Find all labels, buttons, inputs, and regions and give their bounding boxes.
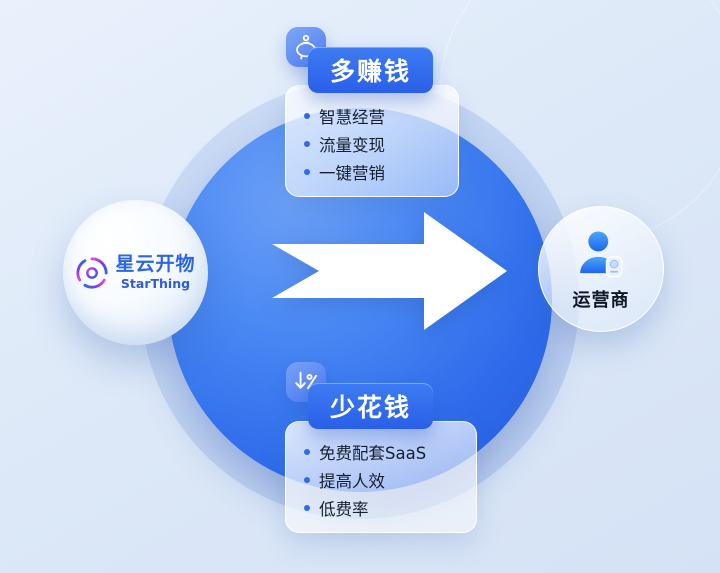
list-item: 免费配套SaaS bbox=[304, 438, 460, 466]
benefit-item: 一键营销 bbox=[319, 164, 385, 183]
benefit-item: 免费配套SaaS bbox=[319, 444, 427, 463]
benefit-item: 流量变现 bbox=[319, 136, 385, 155]
bullet-dot bbox=[304, 169, 310, 175]
operator-node: 运营商 bbox=[538, 206, 664, 332]
right-block-arrow-icon bbox=[272, 212, 507, 330]
benefit-item: 提高人效 bbox=[319, 472, 385, 491]
operator-label: 运营商 bbox=[572, 290, 630, 311]
operator-person-icon bbox=[580, 231, 623, 278]
spend-less-badge: 少花钱 bbox=[308, 383, 434, 429]
list-item: 流量变现 bbox=[304, 130, 442, 158]
list-item: 低费率 bbox=[304, 494, 460, 522]
bullet-dot bbox=[304, 449, 310, 455]
earn-more-badge: 多赚钱 bbox=[308, 47, 434, 93]
brand-name-cn: 星云开物 bbox=[115, 252, 196, 275]
earn-more-card: 智慧经营 流量变现 一键营销 bbox=[285, 85, 459, 197]
brand-text: 星云开物 StarThing bbox=[115, 252, 196, 291]
spend-less-card: 免费配套SaaS 提高人效 低费率 bbox=[285, 421, 477, 533]
badge-tag-icon bbox=[605, 256, 623, 278]
starthing-node: 星云开物 StarThing bbox=[63, 200, 208, 345]
list-item: 智慧经营 bbox=[304, 102, 442, 130]
bullet-dot bbox=[304, 113, 310, 119]
bullet-dot bbox=[304, 505, 310, 511]
list-item: 提高人效 bbox=[304, 466, 460, 494]
swirl-galaxy-icon bbox=[76, 256, 109, 289]
benefit-item: 智慧经营 bbox=[319, 108, 385, 127]
bullet-dot bbox=[304, 141, 310, 147]
list-item: 一键营销 bbox=[304, 158, 442, 186]
bullet-dot bbox=[304, 477, 310, 483]
benefit-item: 低费率 bbox=[319, 500, 369, 519]
brand-name-en: StarThing bbox=[120, 275, 191, 291]
